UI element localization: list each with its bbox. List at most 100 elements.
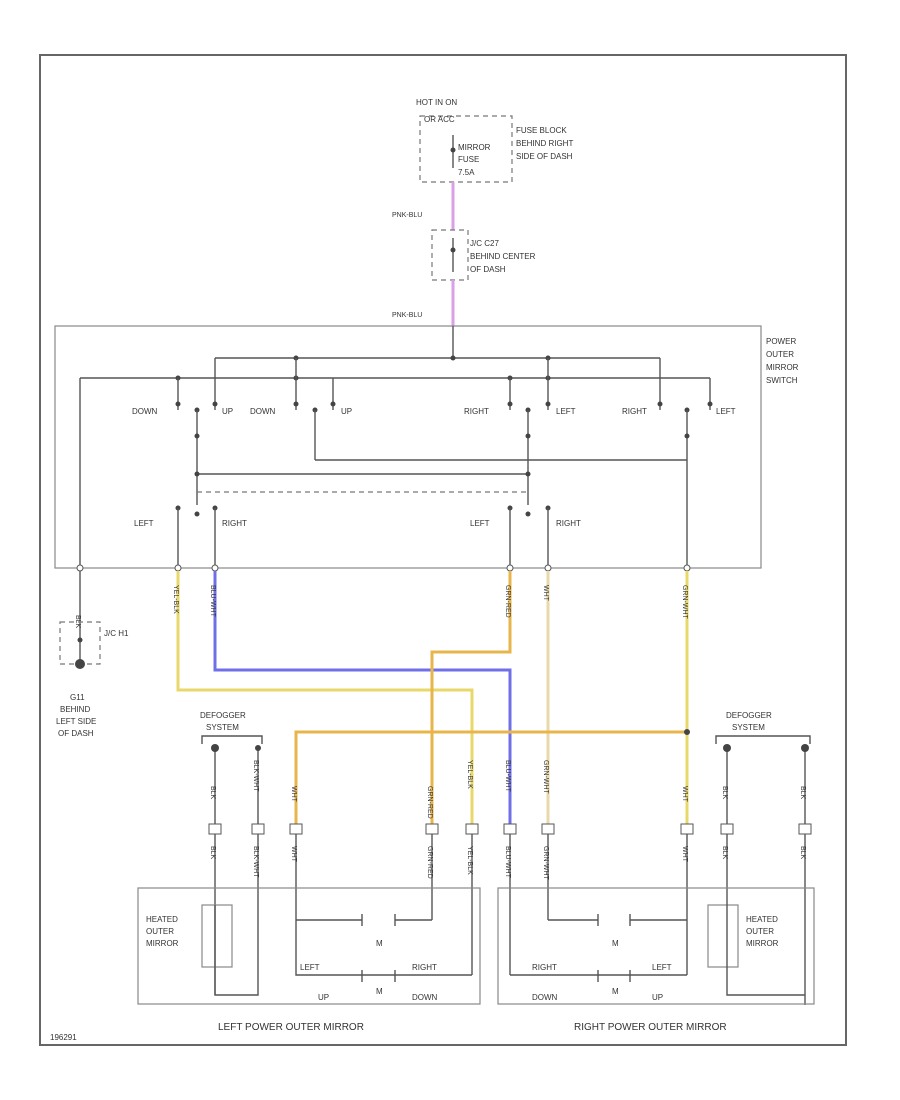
wire-blu-wht bbox=[213, 571, 512, 828]
sw-up-2: UP bbox=[341, 407, 352, 416]
defog-term-3 bbox=[723, 744, 731, 752]
or-acc-label: OR ACC bbox=[424, 115, 455, 124]
mirror-feed-wires bbox=[295, 834, 688, 975]
svg-text:YEL-BLK: YEL-BLK bbox=[466, 760, 473, 789]
svg-text:WHT: WHT bbox=[681, 846, 688, 863]
ground-label-3: LEFT SIDE bbox=[56, 717, 96, 726]
wl-wht-1: WHT bbox=[542, 585, 549, 602]
splice-node bbox=[684, 729, 690, 735]
connector-wire-labels: BLK BLK-WHT WHT GRN-RED YEL-BLK BLU-WHT … bbox=[209, 846, 806, 881]
sw-right-2: RIGHT bbox=[622, 407, 647, 416]
svg-text:BLK: BLK bbox=[209, 786, 216, 800]
ground-point bbox=[75, 659, 85, 669]
jc-h1-node bbox=[77, 637, 83, 643]
wire-label-blk: BLK bbox=[74, 615, 81, 629]
svg-text:YEL-BLK: YEL-BLK bbox=[466, 846, 473, 875]
svg-text:WHT: WHT bbox=[290, 786, 297, 803]
wl-grn-1: GRN-RED bbox=[504, 585, 511, 618]
bus-risers bbox=[177, 358, 711, 410]
left-heater-element bbox=[201, 904, 233, 968]
fuse-block-box bbox=[419, 115, 513, 183]
left-mirror-right: RIGHT bbox=[412, 963, 437, 972]
selector-drops bbox=[177, 508, 549, 568]
mirror-fuse-label: MIRROR bbox=[458, 143, 491, 152]
right-mirror-down: DOWN bbox=[532, 993, 558, 1002]
sel-right-2: RIGHT bbox=[556, 519, 581, 528]
wire-label-pnk-1: PNK-BLU bbox=[392, 212, 422, 219]
svg-text:GRN-RED: GRN-RED bbox=[426, 786, 433, 819]
right-m3: M bbox=[612, 939, 619, 948]
sw-up-1: UP bbox=[222, 407, 233, 416]
mirror-wire-labels: BLK BLK-WHT WHT GRN-RED YEL-BLK BLU-WHT … bbox=[209, 760, 806, 819]
left-mirror-up: UP bbox=[318, 993, 329, 1002]
fuse-block-label: FUSE BLOCK bbox=[516, 126, 567, 135]
svg-text:WHT: WHT bbox=[290, 846, 297, 863]
svg-text:BLK: BLK bbox=[209, 846, 216, 860]
switch-label-1: POWER bbox=[766, 337, 796, 346]
sw-down-2: DOWN bbox=[250, 407, 276, 416]
fuse-label: FUSE bbox=[458, 155, 479, 164]
hot-label: HOT IN ON bbox=[416, 98, 457, 107]
right-mirror-left: LEFT bbox=[652, 963, 672, 972]
left-m1: M bbox=[376, 939, 383, 948]
node-d bbox=[194, 471, 200, 477]
right-mirror-right: RIGHT bbox=[532, 963, 557, 972]
left-mirror-title: LEFT POWER OUTER MIRROR bbox=[218, 1022, 364, 1033]
defog-left-2: SYSTEM bbox=[206, 723, 239, 732]
right-mirror-up: UP bbox=[652, 993, 663, 1002]
left-m2: M bbox=[376, 987, 383, 996]
wl-ylw-1: YEL-BLK bbox=[172, 585, 179, 614]
svg-text:BLK-WHT: BLK-WHT bbox=[252, 760, 259, 792]
switch-connector-pins bbox=[76, 564, 691, 572]
left-mirror-left: LEFT bbox=[300, 963, 320, 972]
node-a bbox=[194, 433, 200, 439]
sw-left-1: LEFT bbox=[556, 407, 576, 416]
left-mirror-box bbox=[137, 887, 481, 1005]
left-motor-common bbox=[295, 920, 472, 976]
ground-label-4: OF DASH bbox=[58, 729, 94, 738]
svg-text:BLU-WHT: BLU-WHT bbox=[504, 846, 511, 879]
right-motor-lr-coil bbox=[597, 914, 631, 926]
switch-label-4: SWITCH bbox=[766, 376, 798, 385]
amp-label: 7.5A bbox=[458, 168, 475, 177]
mirror-switch-box bbox=[54, 325, 762, 569]
wire-yel-blk bbox=[176, 571, 474, 828]
heat-left-1: HEATED bbox=[146, 915, 178, 924]
left-motor-lr-coil bbox=[361, 914, 396, 926]
svg-text:BLK: BLK bbox=[799, 786, 806, 800]
heat-right-3: MIRROR bbox=[746, 939, 779, 948]
defog-term-1 bbox=[211, 744, 219, 752]
jc-location-2: OF DASH bbox=[470, 265, 506, 274]
defog-wires bbox=[214, 748, 806, 1005]
svg-text:BLK: BLK bbox=[721, 846, 728, 860]
defog-right-1: DEFOGGER bbox=[726, 711, 772, 720]
right-motor-ud-coil bbox=[597, 970, 631, 982]
sw-right-1: RIGHT bbox=[464, 407, 489, 416]
svg-text:GRN-WHT: GRN-WHT bbox=[542, 760, 549, 795]
sw-down-1: DOWN bbox=[132, 407, 158, 416]
node-e bbox=[525, 471, 531, 477]
selector-contacts bbox=[175, 505, 551, 517]
mirror-connectors bbox=[208, 823, 812, 835]
sw-left-2: LEFT bbox=[716, 407, 736, 416]
fuse-node bbox=[450, 147, 456, 153]
ground-label-1: G11 bbox=[70, 693, 85, 702]
defog-left-1: DEFOGGER bbox=[200, 711, 246, 720]
heat-right-2: OUTER bbox=[746, 927, 774, 936]
defog-right-2: SYSTEM bbox=[732, 723, 765, 732]
left-mirror-down: DOWN bbox=[412, 993, 438, 1002]
heat-left-3: MIRROR bbox=[146, 939, 179, 948]
left-heater-loop bbox=[214, 890, 259, 996]
jc-h1-label: J/C H1 bbox=[104, 629, 129, 638]
left-motor-ud-coil bbox=[361, 970, 396, 982]
wl-grn-2: GRN-WHT bbox=[681, 585, 688, 620]
node-c bbox=[684, 433, 690, 439]
defog-term-4 bbox=[801, 744, 809, 752]
sel-left-2: LEFT bbox=[470, 519, 490, 528]
fuse-location-1: BEHIND RIGHT bbox=[516, 139, 573, 148]
right-heater-element bbox=[707, 904, 739, 968]
junction-connector-box bbox=[431, 229, 469, 281]
right-mirror-box bbox=[497, 887, 815, 1005]
right-mirror-title: RIGHT POWER OUTER MIRROR bbox=[574, 1022, 727, 1033]
